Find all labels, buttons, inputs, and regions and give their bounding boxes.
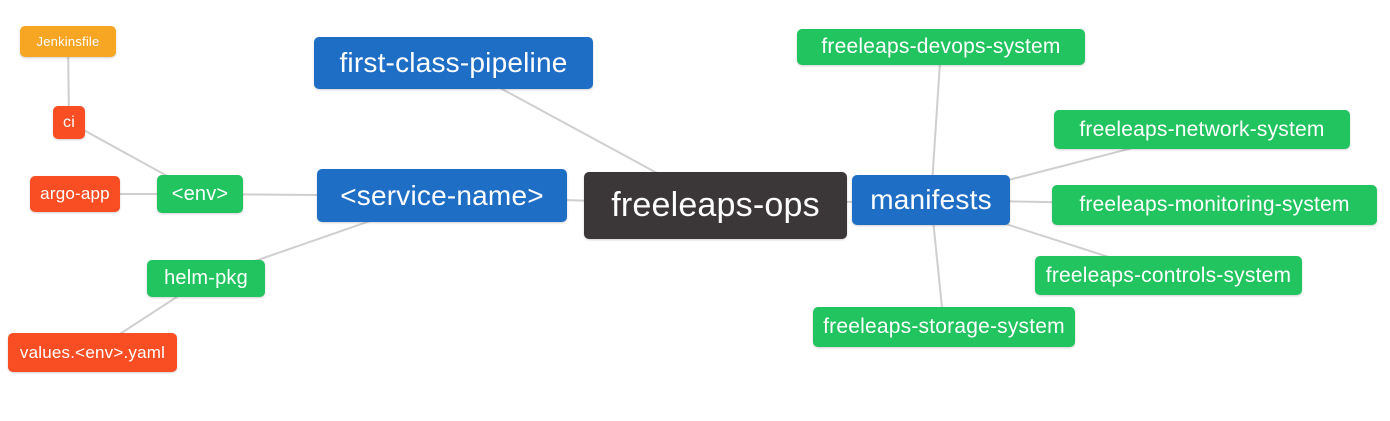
node-argo-app: argo-app: [30, 176, 120, 212]
node-freeleaps-network-system: freeleaps-network-system: [1054, 110, 1350, 149]
node-freeleaps-storage-system: freeleaps-storage-system: [813, 307, 1075, 347]
node-helm-pkg: helm-pkg: [147, 260, 265, 297]
node-manifests: manifests: [852, 175, 1010, 225]
node-env: <env>: [157, 175, 243, 213]
edge-manifests-devops: [930, 46, 942, 201]
node-ci: ci: [53, 106, 85, 139]
node-values-env-yaml: values.<env>.yaml: [8, 333, 177, 372]
node-freeleaps-ops: freeleaps-ops: [584, 172, 847, 239]
node-service-name: <service-name>: [317, 169, 567, 222]
node-freeleaps-controls-system: freeleaps-controls-system: [1035, 256, 1302, 295]
node-freeleaps-monitoring-system: freeleaps-monitoring-system: [1052, 185, 1377, 225]
node-jenkinsfile: Jenkinsfile: [20, 26, 116, 57]
node-freeleaps-devops-system: freeleaps-devops-system: [797, 29, 1085, 65]
node-first-class-pipeline: first-class-pipeline: [314, 37, 593, 89]
